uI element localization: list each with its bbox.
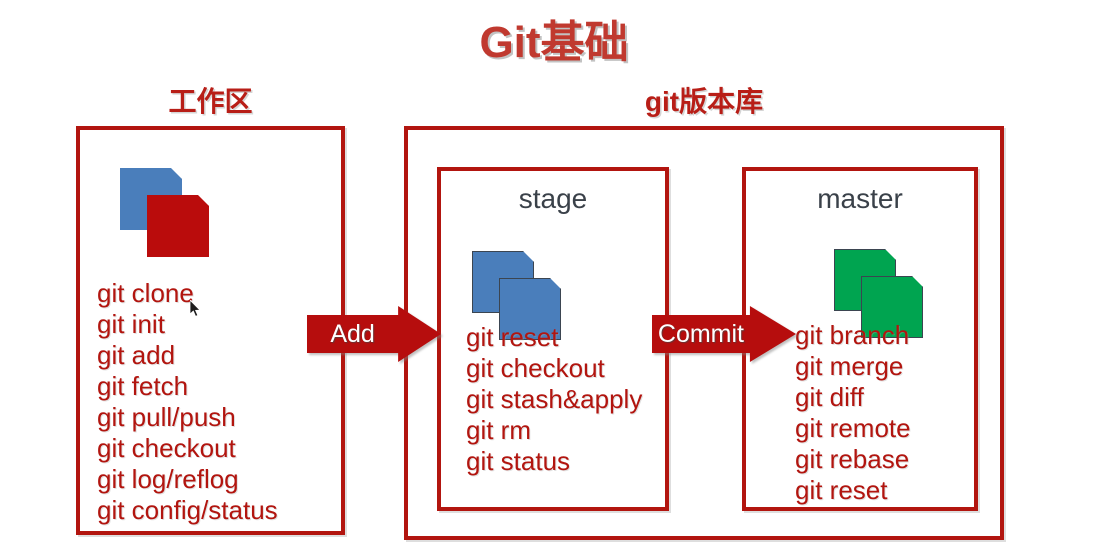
add-arrow-label: Add: [330, 319, 375, 348]
command-item: git reset: [466, 322, 559, 352]
command-item: git checkout: [97, 433, 236, 463]
command-item: git clone: [97, 278, 194, 308]
command-item: git diff: [795, 382, 864, 412]
workarea-heading: 工作区: [168, 86, 253, 117]
stage-box: stage git reset git checkout git stash&a…: [437, 167, 669, 511]
master-caption: master: [817, 183, 903, 214]
command-item: git add: [97, 340, 176, 370]
workarea-document-stack: [120, 168, 212, 260]
stage-document-stack: [472, 251, 564, 343]
mouse-pointer-icon: [190, 300, 201, 317]
master-document-stack: [834, 249, 926, 341]
add-arrow: Add: [307, 306, 441, 362]
master-command-list: git branch git merge git diff git remote…: [795, 320, 911, 506]
command-item: git rm: [466, 415, 531, 445]
command-item: git config/status: [97, 495, 278, 525]
command-item: git merge: [795, 351, 904, 381]
stage-command-list: git reset git checkout git stash&apply g…: [466, 322, 642, 477]
command-item: git checkout: [466, 353, 605, 383]
command-item: git fetch: [97, 371, 189, 401]
commit-arrow-label: Commit: [657, 319, 744, 348]
document-icon-green: [861, 276, 923, 338]
document-icon-blue: [499, 278, 561, 340]
command-item: git remote: [795, 413, 911, 443]
workarea-box: git clone git init git add git fetch git…: [76, 126, 345, 535]
repository-heading: git版本库: [644, 86, 764, 117]
workarea-command-list: git clone git init git add git fetch git…: [97, 278, 278, 526]
command-item: git status: [466, 446, 571, 476]
command-item: git pull/push: [97, 402, 236, 432]
commit-arrow: Commit: [652, 306, 796, 362]
command-item: git init: [97, 309, 165, 339]
document-icon-red: [147, 195, 209, 257]
command-item: git log/reflog: [97, 464, 239, 494]
stage-caption: stage: [518, 183, 588, 214]
command-item: git reset: [795, 475, 888, 505]
page-title: Git基础: [479, 18, 629, 67]
command-item: git rebase: [795, 444, 910, 474]
command-item: git branch: [795, 320, 910, 350]
command-item: git stash&apply: [466, 384, 643, 414]
